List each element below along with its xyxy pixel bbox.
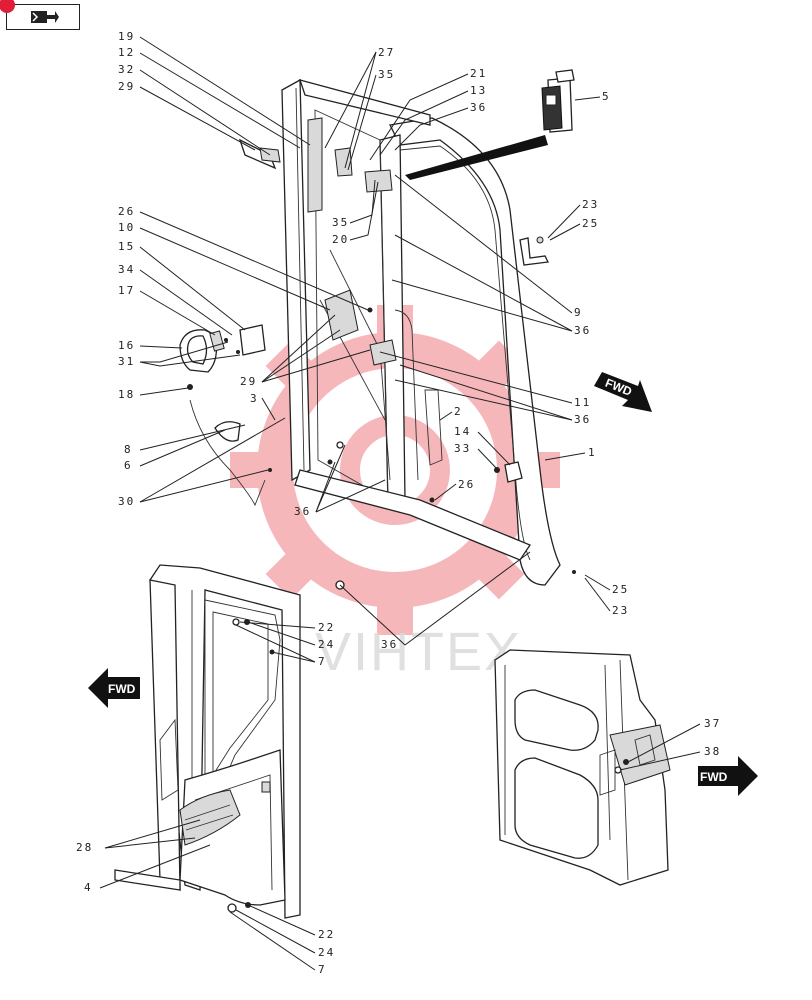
gear-tooth	[463, 538, 525, 600]
callout-3: 3	[250, 392, 259, 405]
svg-text:FWD: FWD	[108, 682, 136, 696]
callout-14: 14	[454, 425, 471, 438]
callout-22: 22	[318, 928, 335, 941]
callout-2: 2	[454, 405, 463, 418]
svg-text:FWD: FWD	[700, 770, 728, 784]
book-arrow-icon	[31, 11, 59, 23]
callout-26: 26	[458, 478, 475, 491]
callout-36: 36	[294, 505, 311, 518]
callout-5: 5	[602, 90, 611, 103]
part-5-pointer	[405, 135, 548, 180]
leader-lines	[99, 36, 701, 971]
callout-11: 11	[574, 396, 591, 409]
callout-25: 25	[612, 583, 629, 596]
callout-35: 35	[378, 68, 395, 81]
callout-30: 30	[118, 495, 135, 508]
callout-18: 18	[118, 388, 135, 401]
callout-1: 1	[588, 446, 597, 459]
callout-36: 36	[574, 413, 591, 426]
gear-tooth	[377, 585, 413, 635]
callout-17: 17	[118, 284, 135, 297]
callout-36: 36	[574, 324, 591, 337]
callout-23: 23	[582, 198, 599, 211]
callout-20: 20	[332, 233, 349, 246]
nav-badge[interactable]	[0, 0, 80, 30]
callout-38: 38	[704, 745, 721, 758]
callout-32: 32	[118, 63, 135, 76]
callout-21: 21	[470, 67, 487, 80]
callout-9: 9	[574, 306, 583, 319]
callout-22: 22	[318, 621, 335, 634]
callout-24: 24	[318, 638, 335, 651]
callout-8: 8	[124, 443, 133, 456]
callout-36: 36	[470, 101, 487, 114]
callout-29: 29	[118, 80, 135, 93]
callout-10: 10	[118, 221, 135, 234]
callout-27: 27	[378, 46, 395, 59]
callout-labels: 19 12 32 29 27 35 21 13 36 5 35 20 26 10…	[76, 30, 721, 976]
callout-26: 26	[118, 205, 135, 218]
outside-door-view	[494, 649, 671, 886]
callout-7: 7	[318, 655, 327, 668]
callout-25: 25	[582, 217, 599, 230]
callout-31: 31	[118, 355, 135, 368]
fwd-arrow-right-top: FWD	[594, 372, 652, 412]
hardware-small	[327, 236, 576, 590]
fwd-arrow-left: FWD	[88, 668, 140, 708]
callout-29: 29	[240, 375, 257, 388]
accent-dot	[0, 0, 15, 13]
fwd-arrow-right-bottom: FWD	[698, 756, 758, 796]
callout-19: 19	[118, 30, 135, 43]
gear-tooth	[265, 538, 327, 600]
watermark-text: VIHTEX	[315, 622, 522, 682]
callout-7: 7	[318, 963, 327, 976]
callout-35: 35	[332, 216, 349, 229]
callout-24: 24	[318, 946, 335, 959]
callout-4: 4	[84, 881, 93, 894]
callout-34: 34	[118, 263, 135, 276]
callout-23: 23	[612, 604, 629, 617]
callout-36: 36	[381, 638, 398, 651]
callout-33: 33	[454, 442, 471, 455]
inside-door-view	[114, 564, 301, 919]
callout-16: 16	[118, 339, 135, 352]
gear-tooth	[230, 452, 280, 488]
callout-6: 6	[124, 459, 133, 472]
callout-37: 37	[704, 717, 721, 730]
part-5-handle	[541, 69, 575, 133]
callout-28: 28	[76, 841, 93, 854]
callout-13: 13	[470, 84, 487, 97]
callout-12: 12	[118, 46, 135, 59]
callout-15: 15	[118, 240, 135, 253]
